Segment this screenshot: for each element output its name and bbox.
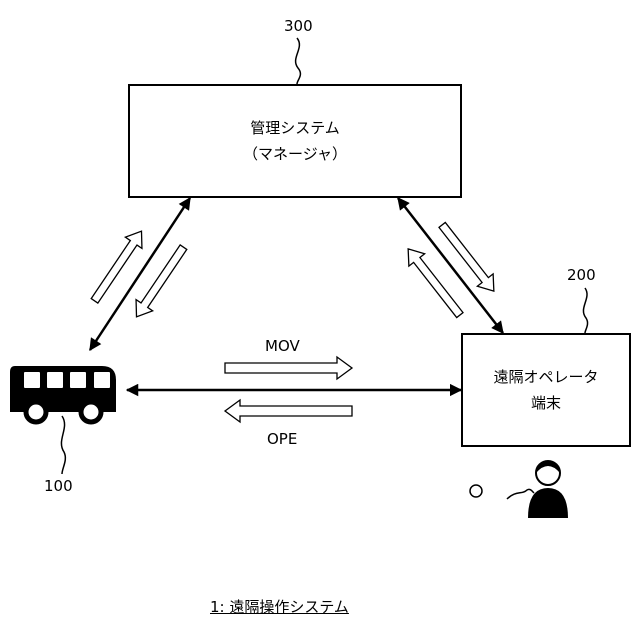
reference-number-manager: 300 — [284, 17, 313, 35]
management-system-box: 管理システム （マネージャ） — [128, 84, 462, 198]
management-system-subtitle: （マネージャ） — [243, 141, 347, 167]
controller-icon — [470, 485, 534, 499]
leader-line-bus — [61, 416, 65, 474]
reference-number-operator: 200 — [567, 266, 596, 284]
flow-arrow-operator-to-manager — [400, 243, 467, 322]
figure-caption: 1: 遠隔操作システム — [210, 598, 349, 616]
mov-signal-label: MOV — [265, 337, 300, 355]
ope-signal-label: OPE — [267, 430, 297, 448]
leader-line-manager — [296, 38, 301, 84]
flow-arrow-manager-to-bus — [128, 242, 192, 323]
link-manager-operator — [398, 198, 503, 333]
leader-line-operator — [583, 288, 587, 333]
person-icon — [528, 461, 568, 518]
remote-operator-terminal-subtitle: 端末 — [531, 390, 561, 416]
remote-operator-terminal-box: 遠隔オペレータ 端末 — [461, 333, 631, 447]
flow-arrow-ope — [225, 400, 352, 422]
remote-operator-terminal-title: 遠隔オペレータ — [493, 364, 598, 390]
link-bus-manager — [90, 198, 190, 350]
flow-arrow-mov — [225, 357, 352, 379]
flow-arrow-bus-to-manager — [86, 226, 150, 307]
management-system-title: 管理システム — [250, 115, 340, 141]
bus-icon — [10, 366, 116, 422]
reference-number-bus: 100 — [44, 477, 73, 495]
